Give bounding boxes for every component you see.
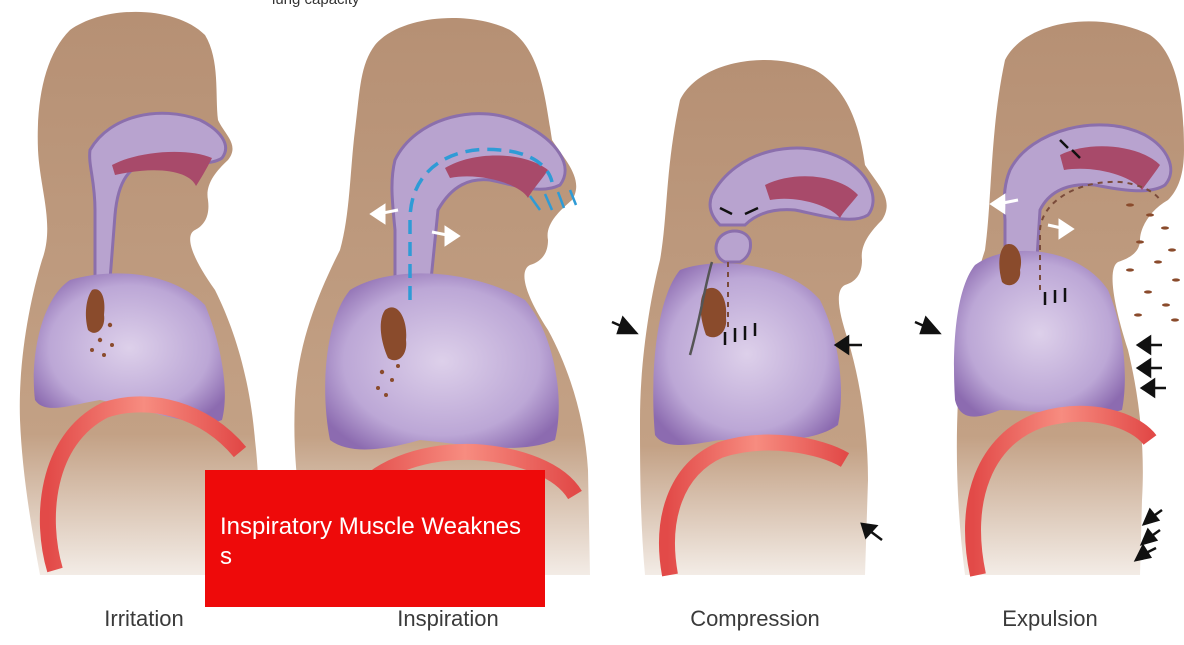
top-caption: lung capacity xyxy=(272,0,360,8)
stage-label-expulsion: Expulsion xyxy=(940,606,1160,632)
weakness-overlay-box: Inspiratory Muscle Weakness xyxy=(205,470,545,607)
figure-expulsion xyxy=(915,21,1184,575)
stage-label-inspiration: Inspiration xyxy=(338,606,558,632)
glottis-closed xyxy=(716,231,750,262)
stage-label-compression: Compression xyxy=(645,606,865,632)
figure-compression xyxy=(612,60,887,575)
lung xyxy=(325,273,559,449)
stage-label-irritation: Irritation xyxy=(34,606,254,632)
overlay-text: Inspiratory Muscle Weakness xyxy=(220,512,525,572)
mucus xyxy=(999,244,1021,285)
